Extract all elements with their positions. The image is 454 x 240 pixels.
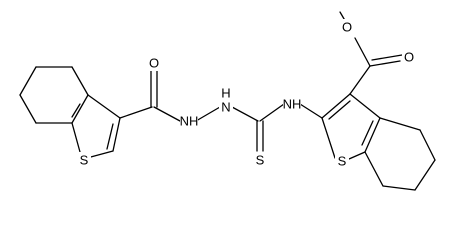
bond xyxy=(71,122,81,153)
bond xyxy=(328,100,351,120)
bond-layer xyxy=(19,11,436,191)
bond xyxy=(259,103,285,122)
atom-label-thiourea-nh: NH xyxy=(283,97,302,112)
bond xyxy=(361,120,374,146)
atom-label-left-ring-sulfur: S xyxy=(80,153,89,168)
bond xyxy=(299,103,323,119)
bond xyxy=(71,66,89,96)
bond xyxy=(364,151,384,187)
atom-label-right-ring-sulfur: S xyxy=(338,154,347,169)
bond xyxy=(231,106,259,122)
bond xyxy=(371,54,403,61)
bond xyxy=(106,123,114,150)
bond xyxy=(153,106,181,122)
atom-label-hydrazide-nitrogen: N xyxy=(221,100,230,115)
bond xyxy=(119,106,153,119)
bond xyxy=(71,103,81,118)
bond xyxy=(71,94,89,124)
bond xyxy=(112,117,121,152)
atom-label-hydrazide-hydrogen: H xyxy=(221,86,230,101)
bond xyxy=(321,93,351,119)
bond xyxy=(419,129,436,161)
bond xyxy=(369,60,401,67)
bond xyxy=(195,106,221,122)
bond xyxy=(354,37,371,67)
bond xyxy=(19,66,37,96)
bond xyxy=(86,150,114,159)
bond xyxy=(349,93,381,119)
atom-label-methoxy-oxygen: O xyxy=(342,20,352,35)
bond xyxy=(19,94,37,124)
bond xyxy=(414,159,436,191)
bond xyxy=(348,151,366,160)
bond xyxy=(379,117,421,131)
bond xyxy=(321,117,336,159)
atom-label-thione-sulfur: S xyxy=(256,153,265,168)
bond xyxy=(382,185,416,191)
chemical-structure-drawing: O O O NH H N NH S S S xyxy=(19,11,436,191)
atom-label-amide-nh: NH xyxy=(180,114,199,129)
atom-label-amide-oxygen: O xyxy=(149,56,159,71)
atom-label-ester-carbonyl-oxygen: O xyxy=(404,50,414,65)
bond xyxy=(364,117,381,153)
atom-label-layer: O O O NH H N NH S S S xyxy=(77,19,416,169)
bond xyxy=(87,94,121,119)
bond xyxy=(349,65,371,95)
